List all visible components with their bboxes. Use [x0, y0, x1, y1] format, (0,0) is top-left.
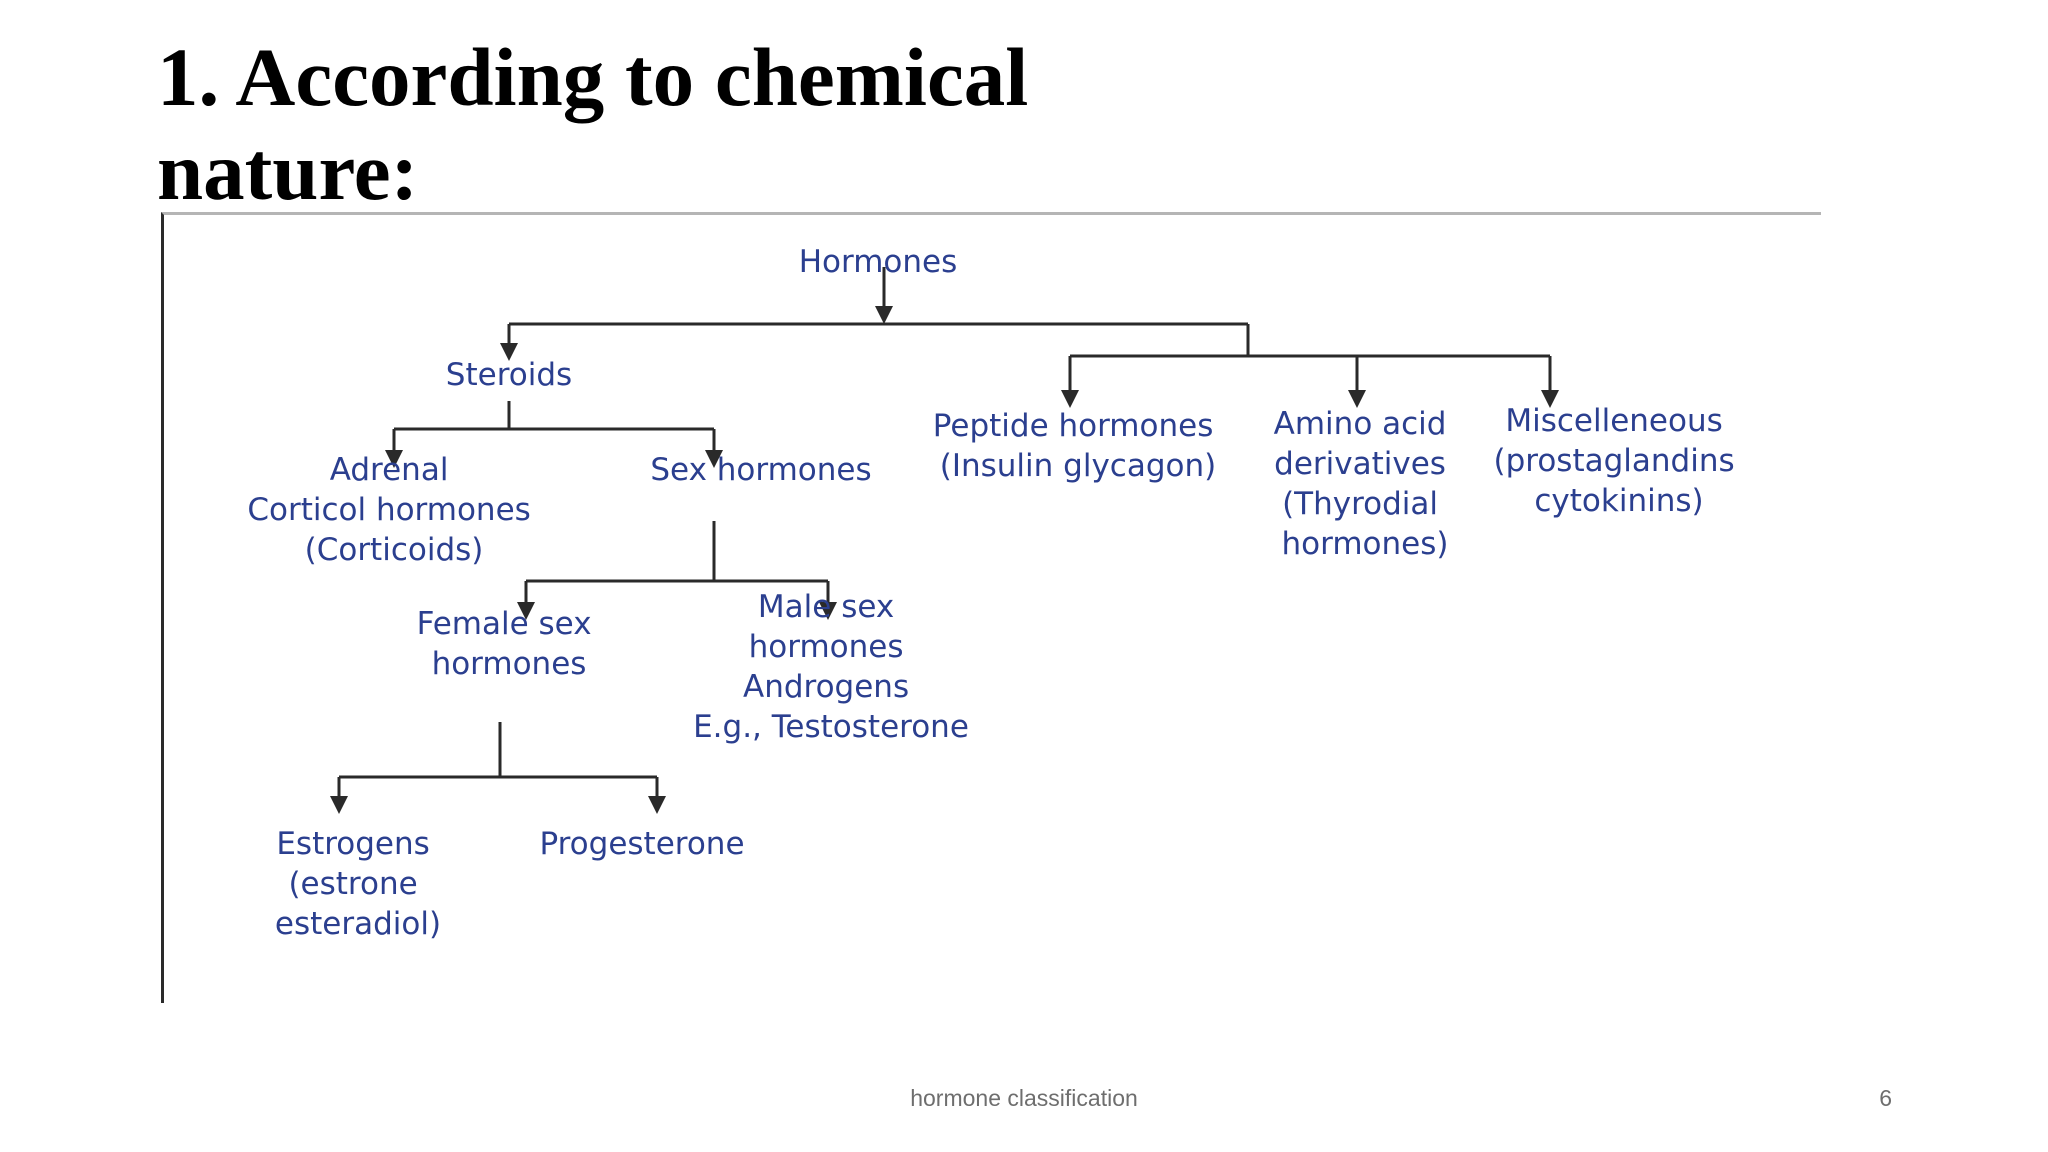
- node-peptide-line-1: Peptide hormones: [933, 408, 1214, 444]
- node-progesterone: Progesterone: [539, 826, 744, 862]
- node-hormones: Hormones: [799, 244, 958, 280]
- node-amino-line-3: (Thyrodial: [1282, 486, 1438, 522]
- node-peptide-line-2: (Insulin glycagon): [940, 448, 1216, 484]
- node-estrogens: Estrogens (estrone esteradiol): [275, 826, 441, 942]
- page-number: 6: [1879, 1085, 1892, 1111]
- title-line-1: 1. According to chemical: [157, 31, 1029, 123]
- node-male-line-2: hormones: [749, 629, 904, 665]
- node-female-sex-hormones: Female sex hormones: [417, 606, 602, 682]
- hormone-classification-diagram: Hormones Steroids Adrenal Corticol hormo…: [161, 212, 1821, 1003]
- node-steroids: Steroids: [446, 357, 572, 393]
- node-peptide-hormones: Peptide hormones (Insulin glycagon): [933, 408, 1223, 484]
- node-amino-acid-derivatives: Amino acid derivatives (Thyrodial hormon…: [1274, 406, 1457, 562]
- node-female-line-1: Female sex: [417, 606, 592, 642]
- node-female-line-2: hormones: [432, 646, 587, 682]
- diagram-nodes: Hormones Steroids Adrenal Corticol hormo…: [247, 244, 1745, 942]
- node-miscellaneous: Miscelleneous (prostaglandins cytokinins…: [1494, 403, 1745, 519]
- node-male-line-4: E.g., Testosterone: [693, 709, 969, 745]
- slide-footer: hormone classification: [910, 1085, 1138, 1111]
- node-sex-hormones: Sex hormones: [650, 452, 871, 488]
- node-adrenal-line-3: (Corticoids): [305, 532, 484, 568]
- node-amino-line-2: derivatives: [1274, 446, 1446, 482]
- node-estrogens-line-1: Estrogens: [276, 826, 429, 862]
- node-progesterone-text: Progesterone: [539, 826, 744, 862]
- node-amino-line-1: Amino acid: [1274, 406, 1447, 442]
- node-misc-line-1: Miscelleneous: [1505, 403, 1722, 439]
- node-male-line-1: Male sex: [758, 589, 894, 625]
- node-adrenal-corticoids: Adrenal Corticol hormones (Corticoids): [247, 452, 540, 568]
- node-male-sex-hormones: Male sex hormones Androgens E.g., Testos…: [693, 589, 969, 745]
- node-misc-line-2: (prostaglandins: [1494, 443, 1735, 479]
- node-sex-hormones-text: Sex hormones: [650, 452, 871, 488]
- node-amino-line-4: hormones): [1282, 526, 1449, 562]
- node-male-line-3: Androgens: [743, 669, 909, 705]
- title-line-2: nature:: [157, 125, 419, 217]
- node-adrenal-line-2: Corticol hormones: [247, 492, 530, 528]
- node-misc-line-3: cytokinins): [1534, 483, 1703, 519]
- node-adrenal-line-1: Adrenal: [330, 452, 449, 488]
- connector-lines: [330, 267, 1559, 814]
- node-hormones-text: Hormones: [799, 244, 958, 280]
- slide-title: 1. According to chemical nature:: [157, 30, 1028, 218]
- node-steroids-text: Steroids: [446, 357, 572, 393]
- node-estrogens-line-2: (estrone: [288, 866, 417, 902]
- node-estrogens-line-3: esteradiol): [275, 906, 441, 942]
